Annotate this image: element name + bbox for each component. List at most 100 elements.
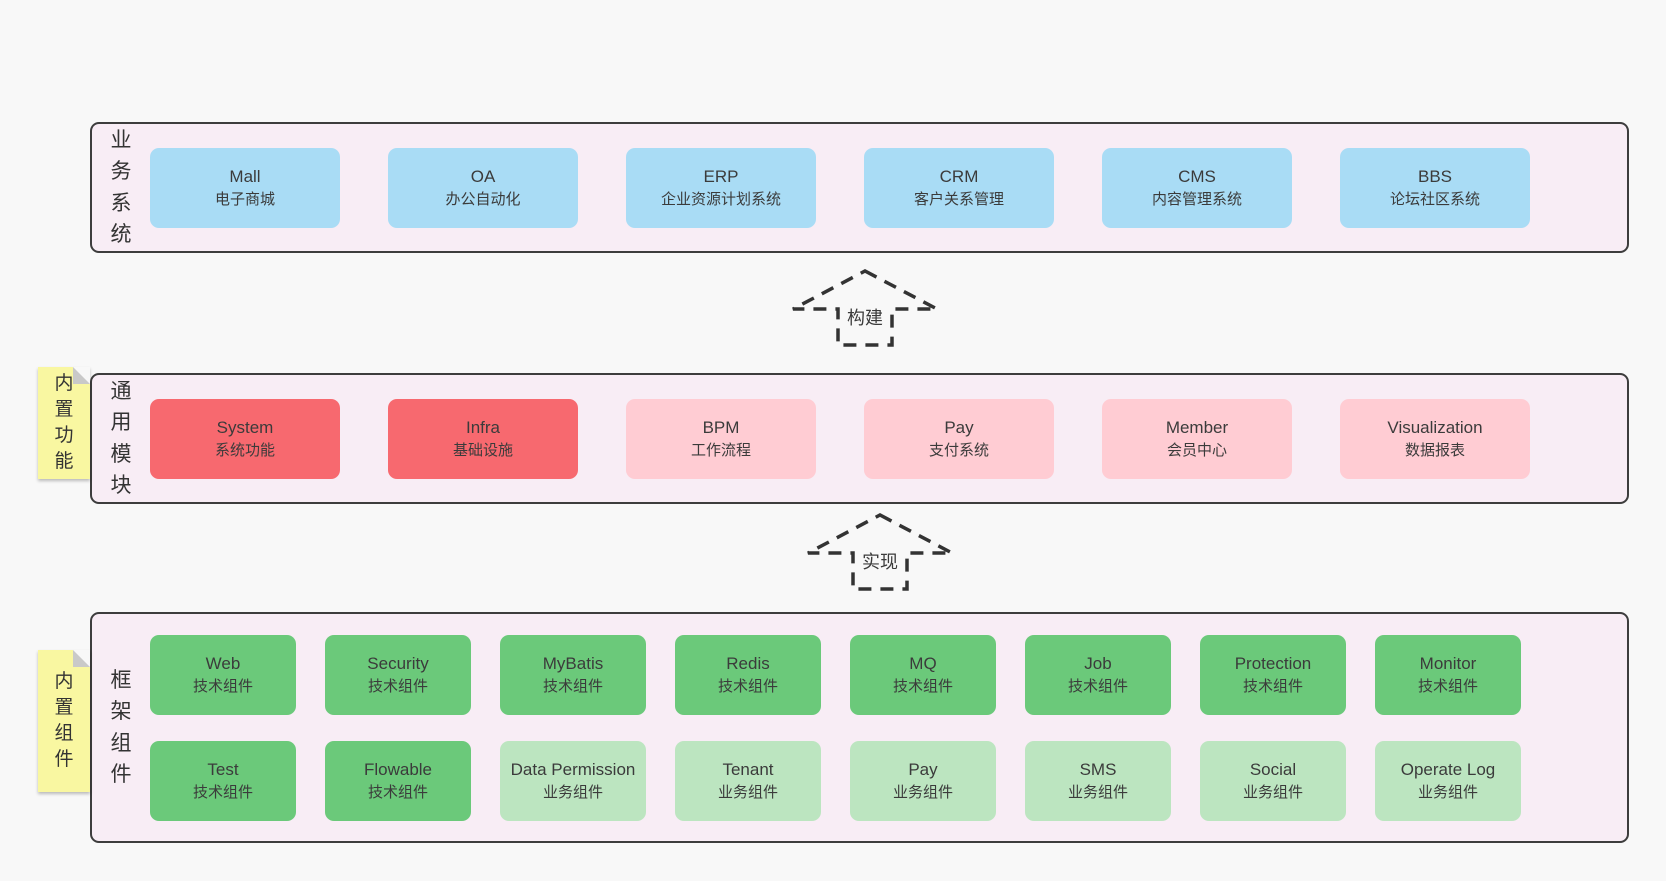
layer-label-text: 通用模块: [110, 380, 132, 497]
box-job: Job 技术组件: [1025, 634, 1171, 715]
box-test: Test 技术组件: [150, 740, 296, 821]
box-cms: CMS 内容管理系统: [1102, 147, 1292, 228]
box-operate-log: Operate Log 业务组件: [1375, 740, 1521, 821]
box-title: Flowable: [363, 759, 433, 779]
box-crm: CRM 客户关系管理: [864, 147, 1054, 228]
box-title: Visualization: [1387, 417, 1483, 437]
box-subtitle: 技术组件: [1242, 678, 1303, 695]
box-title: Security: [367, 653, 429, 673]
box-subtitle: 技术组件: [1417, 678, 1478, 695]
arrow-implement-label: 实现: [859, 548, 901, 574]
box-subtitle: 电子商城: [214, 191, 275, 208]
box-subtitle: 业务组件: [892, 784, 953, 801]
box-subtitle: 技术组件: [367, 784, 428, 801]
box-subtitle: 客户关系管理: [913, 191, 1004, 208]
arrow-build: 构建: [790, 268, 940, 348]
box-subtitle: 基础设施: [452, 442, 513, 459]
layer-label-text: 业务系统: [110, 129, 132, 246]
box-bbs: BBS 论坛社区系统: [1340, 147, 1530, 228]
box-title: Social: [1249, 759, 1297, 779]
dashed-up-arrow-icon: [807, 513, 953, 591]
sticky-note-built-in-components: 内置组件: [38, 650, 90, 792]
box-bpm: BPM 工作流程: [626, 398, 816, 479]
box-data-permission: Data Permission 业务组件: [500, 740, 646, 821]
box-mq: MQ 技术组件: [850, 634, 996, 715]
box-title: Job: [1084, 653, 1112, 673]
layer-label-text: 框架组件: [110, 669, 132, 786]
arrow-implement: 实现: [805, 512, 955, 592]
box-subtitle: 工作流程: [690, 442, 751, 459]
box-subtitle: 业务组件: [1242, 784, 1303, 801]
box-title: Web: [205, 653, 241, 673]
box-subtitle: 技术组件: [1067, 678, 1128, 695]
box-title: MQ: [909, 653, 937, 673]
box-erp: ERP 企业资源计划系统: [626, 147, 816, 228]
dashed-up-arrow-icon: [792, 269, 938, 347]
layer-label-framework-components: 框架组件: [92, 614, 150, 841]
box-subtitle: 支付系统: [928, 442, 989, 459]
box-subtitle: 业务组件: [1417, 784, 1478, 801]
box-title: CMS: [1178, 166, 1216, 186]
framework-components-row-1: Web 技术组件 Security 技术组件 MyBatis 技术组件 Redi…: [150, 634, 1627, 715]
box-subtitle: 技术组件: [892, 678, 953, 695]
box-title: Monitor: [1419, 653, 1477, 673]
sticky-note-text: 内置组件: [54, 670, 74, 771]
layer-label-common-modules: 通用模块: [92, 375, 150, 502]
box-flowable: Flowable 技术组件: [325, 740, 471, 821]
box-member: Member 会员中心: [1102, 398, 1292, 479]
layer-label-business-systems: 业务系统: [92, 124, 150, 251]
box-oa: OA 办公自动化: [388, 147, 578, 228]
arrow-build-label: 构建: [844, 304, 886, 330]
box-subtitle: 业务组件: [542, 784, 603, 801]
box-title: OA: [470, 166, 496, 186]
box-infra: Infra 基础设施: [388, 398, 578, 479]
box-title: Protection: [1234, 653, 1312, 673]
box-monitor: Monitor 技术组件: [1375, 634, 1521, 715]
box-title: Data Permission: [510, 759, 636, 779]
box-subtitle: 内容管理系统: [1151, 191, 1242, 208]
box-subtitle: 企业资源计划系统: [660, 191, 781, 208]
box-social: Social 业务组件: [1200, 740, 1346, 821]
box-security: Security 技术组件: [325, 634, 471, 715]
layer-framework-components: 框架组件 Web 技术组件 Security 技术组件 MyBatis 技术组件…: [90, 612, 1629, 843]
box-title: Tenant: [722, 759, 774, 779]
box-subtitle: 数据报表: [1404, 442, 1465, 459]
box-title: MyBatis: [542, 653, 604, 673]
box-title: Mall: [229, 166, 261, 186]
box-subtitle: 业务组件: [1067, 784, 1128, 801]
box-subtitle: 技术组件: [367, 678, 428, 695]
box-web: Web 技术组件: [150, 634, 296, 715]
box-title: Redis: [726, 653, 770, 673]
sticky-note-text: 内置功能: [54, 372, 74, 473]
box-pay: Pay 支付系统: [864, 398, 1054, 479]
box-subtitle: 办公自动化: [445, 191, 521, 208]
box-title: CRM: [939, 166, 979, 186]
box-visualization: Visualization 数据报表: [1340, 398, 1530, 479]
box-subtitle: 会员中心: [1166, 442, 1227, 459]
box-title: BBS: [1417, 166, 1453, 186]
box-subtitle: 技术组件: [542, 678, 603, 695]
box-subtitle: 技术组件: [192, 784, 253, 801]
box-mybatis: MyBatis 技术组件: [500, 634, 646, 715]
box-title: Member: [1165, 417, 1229, 437]
box-tenant: Tenant 业务组件: [675, 740, 821, 821]
box-subtitle: 论坛社区系统: [1389, 191, 1480, 208]
box-subtitle: 业务组件: [717, 784, 778, 801]
box-title: BPM: [702, 417, 740, 437]
box-subtitle: 技术组件: [717, 678, 778, 695]
box-mall: Mall 电子商城: [150, 147, 340, 228]
box-sms: SMS 业务组件: [1025, 740, 1171, 821]
box-title: Operate Log: [1400, 759, 1496, 779]
box-title: Test: [207, 759, 239, 779]
box-title: Infra: [465, 417, 501, 437]
common-modules-row: System 系统功能 Infra 基础设施 BPM 工作流程 Pay 支付系统…: [150, 375, 1627, 502]
box-protection: Protection 技术组件: [1200, 634, 1346, 715]
box-redis: Redis 技术组件: [675, 634, 821, 715]
box-title: ERP: [703, 166, 739, 186]
box-subtitle: 系统功能: [214, 442, 275, 459]
framework-components-row-2: Test 技术组件 Flowable 技术组件 Data Permission …: [150, 740, 1627, 821]
box-pay-business: Pay 业务组件: [850, 740, 996, 821]
business-systems-row: Mall 电子商城 OA 办公自动化 ERP 企业资源计划系统 CRM 客户关系…: [150, 124, 1627, 251]
sticky-note-built-in-features: 内置功能: [38, 367, 90, 479]
